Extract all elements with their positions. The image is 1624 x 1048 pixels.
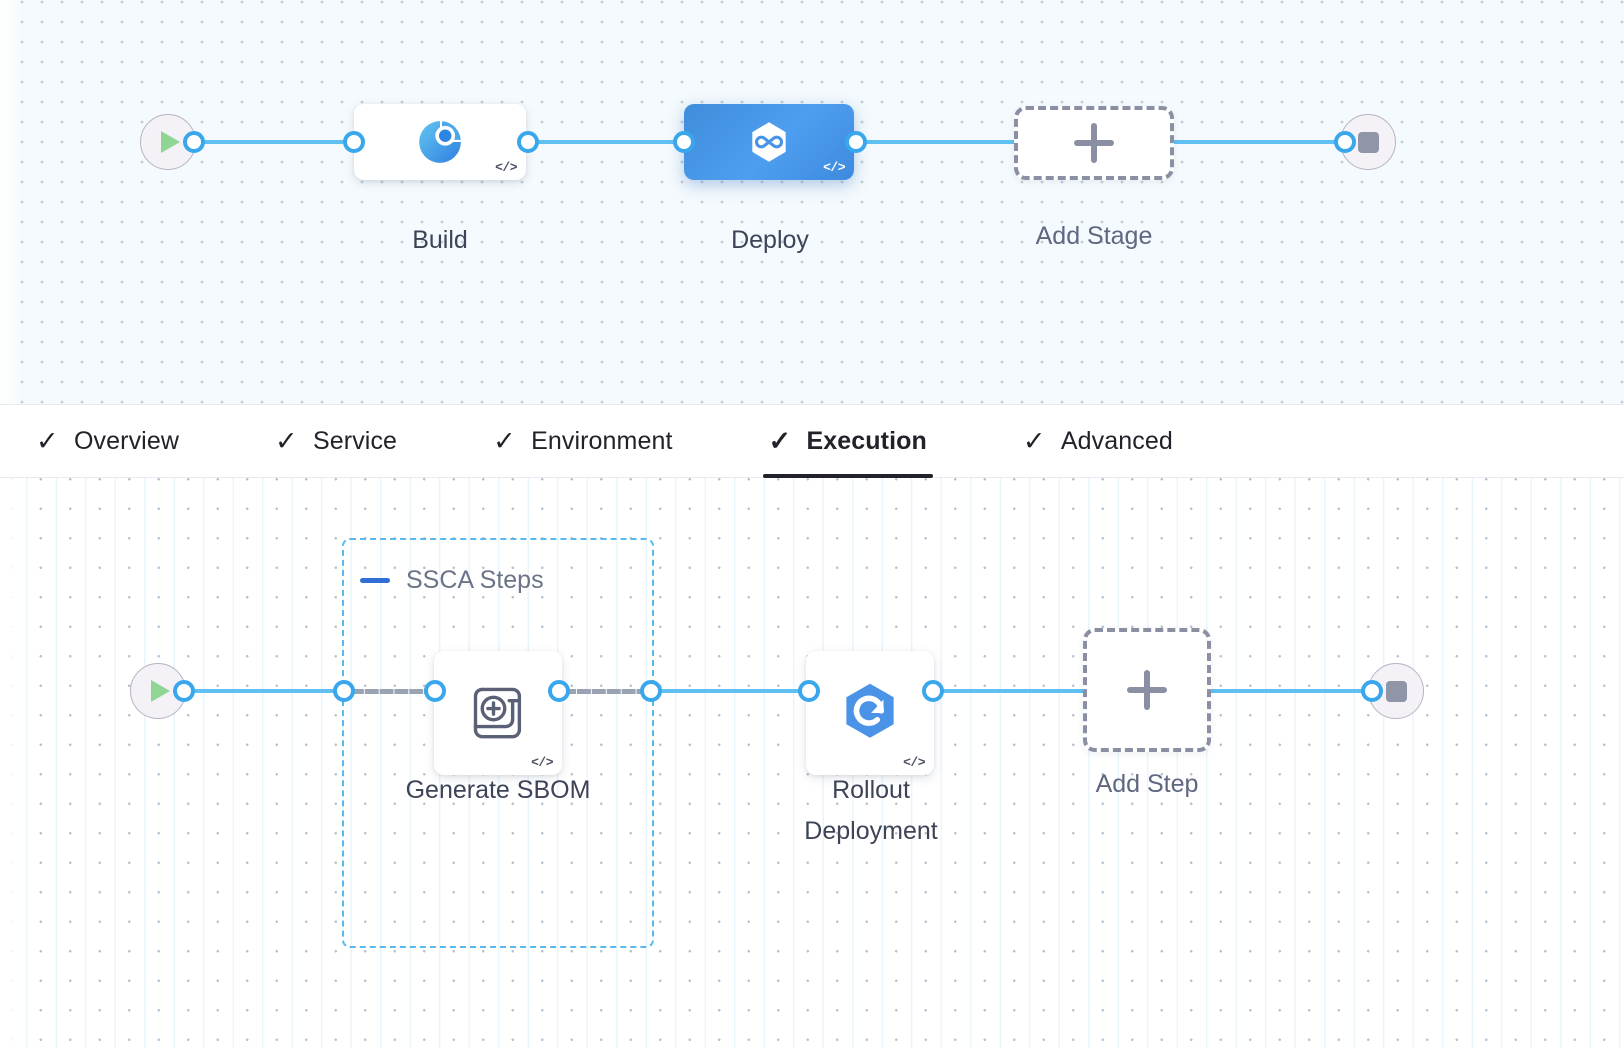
tab-environment-label: Environment — [531, 426, 673, 455]
edge-group-in-dashed — [350, 689, 430, 694]
edge-add-to-end — [1205, 689, 1370, 693]
tab-execution[interactable]: ✓ Execution — [762, 404, 934, 478]
check-icon: ✓ — [1022, 425, 1046, 456]
plus-icon-vertical — [1091, 123, 1097, 163]
stage-deploy-in-port[interactable] — [673, 131, 695, 153]
stage-end-port[interactable] — [1334, 131, 1356, 153]
add-step-button[interactable] — [1083, 628, 1211, 752]
check-icon: ✓ — [275, 425, 298, 456]
build-pie-icon — [419, 121, 461, 163]
stage-build-in-port[interactable] — [343, 131, 365, 153]
stage-canvas[interactable]: </> Build </> Deploy Add Stage — [0, 0, 1624, 412]
tab-execution-label: Execution — [806, 426, 927, 455]
tab-environment[interactable]: ✓ Environment — [487, 404, 678, 478]
step-node-generate-sbom[interactable]: </> — [434, 651, 562, 775]
step-rollout-in-port[interactable] — [798, 680, 820, 702]
build-code-badge[interactable]: </> — [495, 160, 517, 175]
step-group-ssca[interactable] — [342, 538, 654, 948]
tab-advanced-label: Advanced — [1060, 426, 1173, 455]
stage-build-out-port[interactable] — [517, 131, 539, 153]
scroll-plus-icon — [473, 687, 522, 739]
step-label-rollout-deployment: Rollout Deployment — [804, 776, 938, 845]
edge-group-out-dashed — [562, 689, 650, 694]
deploy-code-badge[interactable]: </> — [823, 160, 845, 175]
edge-start-to-build — [190, 140, 362, 144]
add-step-label: Add Step — [1095, 770, 1199, 798]
add-stage-button[interactable] — [1014, 106, 1174, 180]
step-node-rollout-deployment[interactable]: </> — [806, 651, 934, 775]
edge-add-to-end — [1160, 140, 1360, 144]
sbom-code-badge[interactable]: </> — [531, 755, 553, 770]
edge-start-to-group — [180, 689, 348, 693]
stage-config-tabs: ✓ Overview ✓ Service ✓ Environment ✓ Exe… — [0, 404, 1624, 478]
edge-group-to-rollout — [650, 689, 814, 693]
tab-advanced[interactable]: ✓ Advanced — [1017, 404, 1179, 478]
play-icon — [161, 131, 180, 153]
step-start-port[interactable] — [173, 680, 195, 702]
step-group-exit-port[interactable] — [640, 680, 662, 702]
minus-icon[interactable] — [360, 578, 390, 583]
stage-label-deploy: Deploy — [731, 226, 809, 254]
rollout-code-badge[interactable]: </> — [903, 755, 925, 770]
stop-icon — [1357, 131, 1379, 153]
execution-step-canvas[interactable]: SSCA Steps — [0, 478, 1624, 1048]
stage-deploy-out-port[interactable] — [845, 131, 867, 153]
stage-node-deploy[interactable]: </> — [684, 104, 854, 180]
add-stage-label: Add Stage — [1035, 222, 1153, 250]
hexagon-refresh-icon — [846, 683, 894, 738]
step-sbom-out-port[interactable] — [548, 680, 570, 702]
edge-deploy-to-add — [840, 140, 1032, 144]
stage-start-port[interactable] — [183, 131, 205, 153]
stage-label-build: Build — [412, 226, 468, 254]
edge-rollout-to-add — [930, 689, 1090, 693]
check-icon: ✓ — [36, 425, 59, 456]
step-sbom-in-port[interactable] — [424, 680, 446, 702]
deploy-hexagon-infinity-icon — [752, 122, 786, 162]
step-group-entry-port[interactable] — [333, 680, 355, 702]
check-icon: ✓ — [768, 425, 792, 456]
edge-build-to-deploy — [514, 140, 692, 144]
step-rollout-out-port[interactable] — [922, 680, 944, 702]
check-icon: ✓ — [493, 425, 516, 456]
tab-service-label: Service — [313, 426, 398, 455]
stop-icon — [1385, 680, 1407, 702]
play-icon — [151, 680, 170, 702]
tab-service[interactable]: ✓ Service — [269, 404, 403, 478]
tab-overview[interactable]: ✓ Overview — [30, 404, 185, 478]
plus-icon-vertical — [1144, 670, 1150, 710]
tab-overview-label: Overview — [74, 426, 179, 455]
step-end-port[interactable] — [1361, 680, 1383, 702]
step-group-title: SSCA Steps — [406, 566, 544, 594]
stage-node-build[interactable]: </> — [354, 104, 526, 180]
step-group-header[interactable]: SSCA Steps — [360, 566, 544, 595]
